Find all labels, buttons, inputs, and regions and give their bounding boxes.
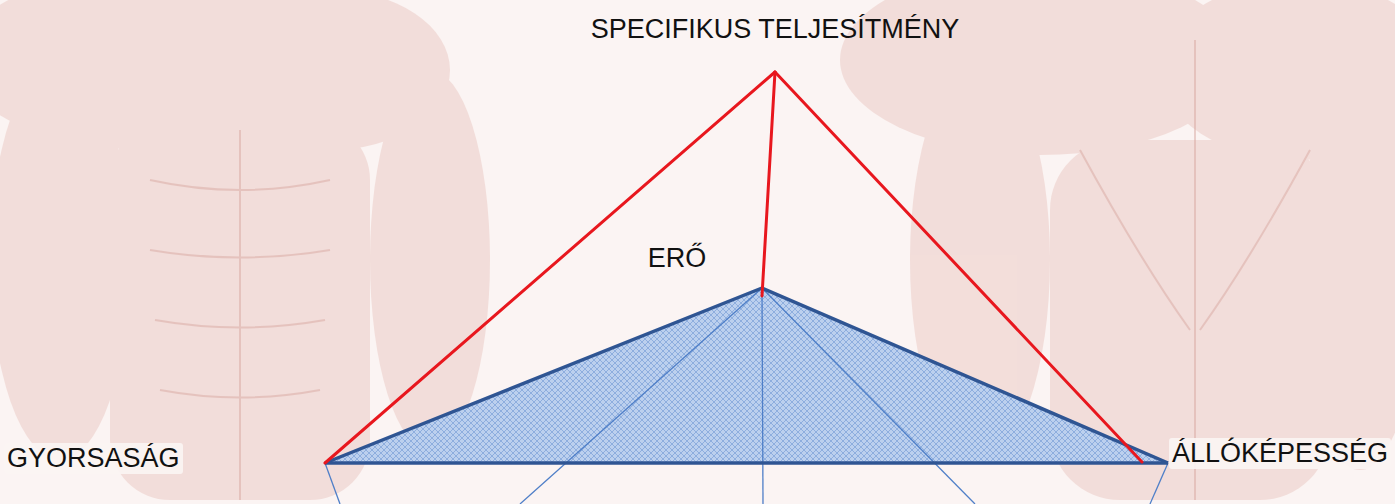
pyramid-face: [325, 288, 1168, 463]
apex-label: SPECIFIKUS TELJESÍTMÉNY: [588, 14, 963, 45]
pyramid-base: [325, 461, 1168, 465]
pyramid-outline: [325, 288, 1168, 463]
vertex-label: GYORSASÁG: [4, 443, 183, 474]
red-apex-lines: [325, 72, 1142, 463]
vertex-label: ERŐ: [645, 243, 710, 274]
vertex-label: ÁLLÓKÉPESSÉG: [1169, 438, 1391, 469]
